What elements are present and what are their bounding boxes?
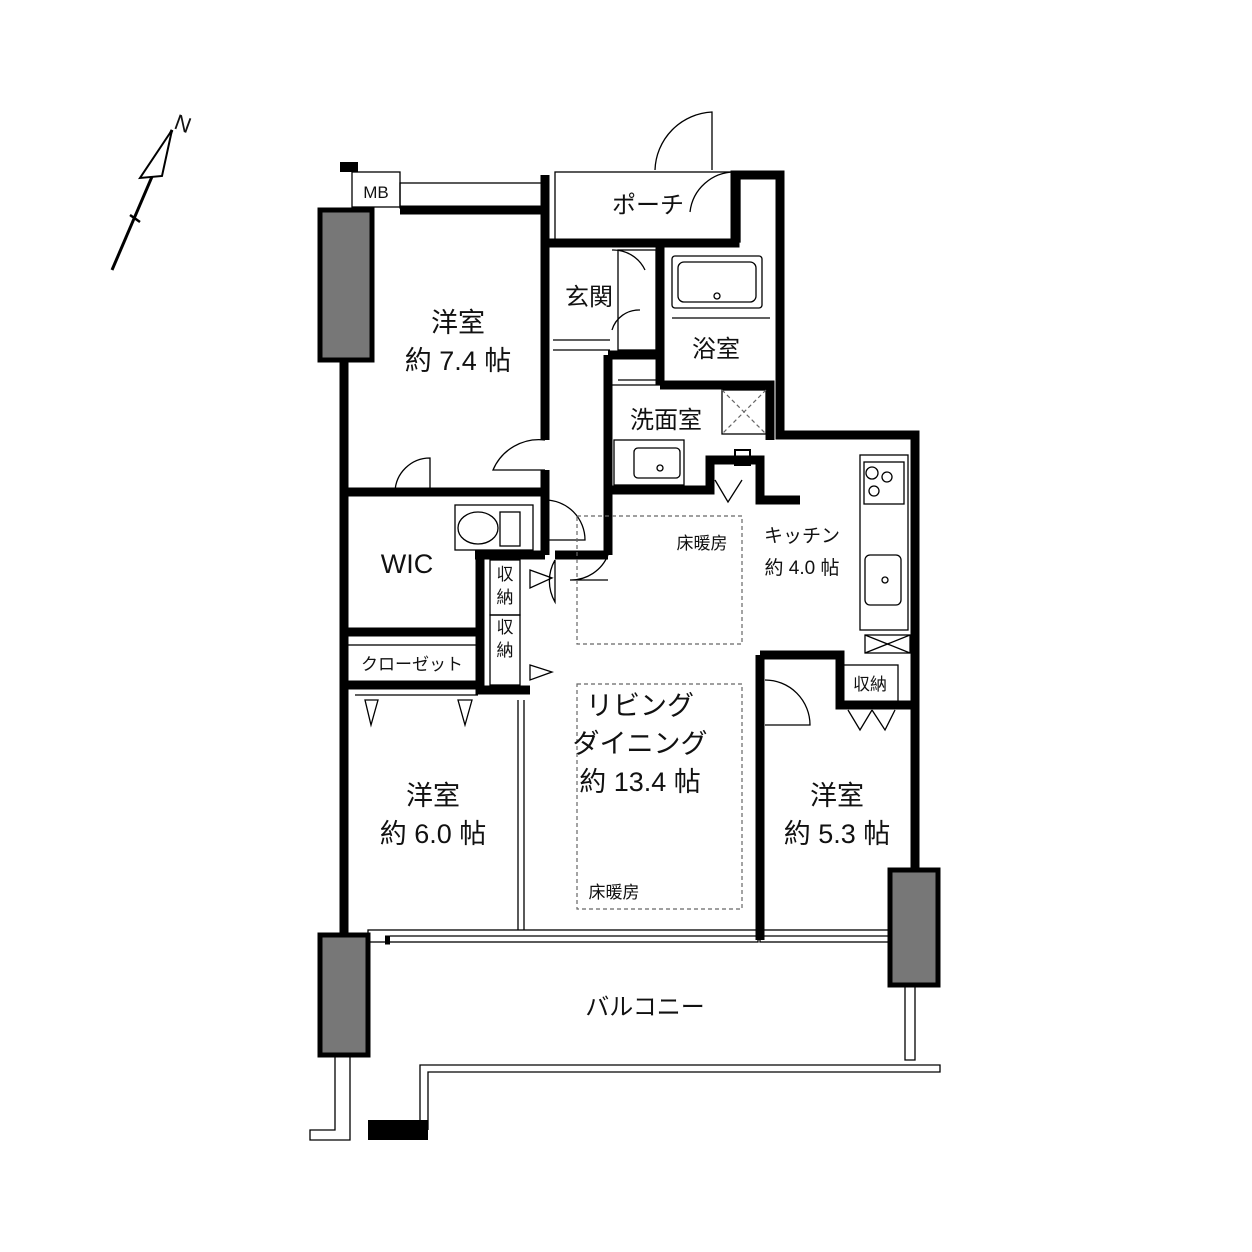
- porch-area: [340, 111, 741, 243]
- kitchen-name: キッチン: [764, 526, 840, 547]
- storage-a-line2: 納: [497, 588, 514, 607]
- western-room-1-name: 洋室: [431, 308, 485, 338]
- floor-heating-label-2: 床暖房: [589, 883, 640, 902]
- north-arrow-icon: N: [110, 109, 195, 271]
- balcony-name: バルコニー: [585, 994, 705, 1021]
- entrance-name: 玄関: [565, 284, 613, 311]
- western-room-2-area: 約 6.0 帖: [380, 819, 487, 849]
- kitchen-area: 約 4.0 帖: [765, 557, 840, 579]
- storage-boxes: [345, 559, 899, 704]
- north-label: N: [171, 109, 194, 138]
- doors: [394, 249, 896, 732]
- living-name-line2: ダイニング: [573, 729, 708, 759]
- balcony-outline: [309, 985, 941, 1141]
- floor-heating-zones: [576, 515, 743, 910]
- storage-c-name: 収納: [853, 675, 887, 694]
- western-room-3-name: 洋室: [810, 781, 864, 811]
- western-room-2-name: 洋室: [406, 781, 460, 811]
- storage-b-line1: 収: [497, 618, 514, 637]
- storage-b-line2: 納: [497, 641, 514, 660]
- porch-name: ポーチ: [612, 192, 684, 219]
- living-area: 約 13.4 帖: [579, 767, 701, 797]
- structural-pillars: [317, 207, 941, 1140]
- mb-name: MB: [363, 183, 389, 202]
- western-room-1-area: 約 7.4 帖: [405, 346, 512, 376]
- exterior-walls: [339, 170, 920, 945]
- floor-heating-label-1: 床暖房: [677, 534, 728, 553]
- washroom-name: 洗面室: [630, 407, 702, 434]
- living-name-line1: リビング: [586, 691, 694, 721]
- closet-name: クローゼット: [361, 655, 463, 674]
- bath-name: 浴室: [692, 336, 740, 363]
- storage-a-line1: 収: [497, 565, 514, 584]
- room-labels: 洋室 約 7.4 帖 洋室 約 6.0 帖 洋室 約 5.3 帖 リビング ダイ…: [361, 183, 890, 1021]
- fixtures: [355, 249, 911, 728]
- western-room-3-area: 約 5.3 帖: [784, 819, 891, 849]
- wic-name: WIC: [381, 549, 433, 579]
